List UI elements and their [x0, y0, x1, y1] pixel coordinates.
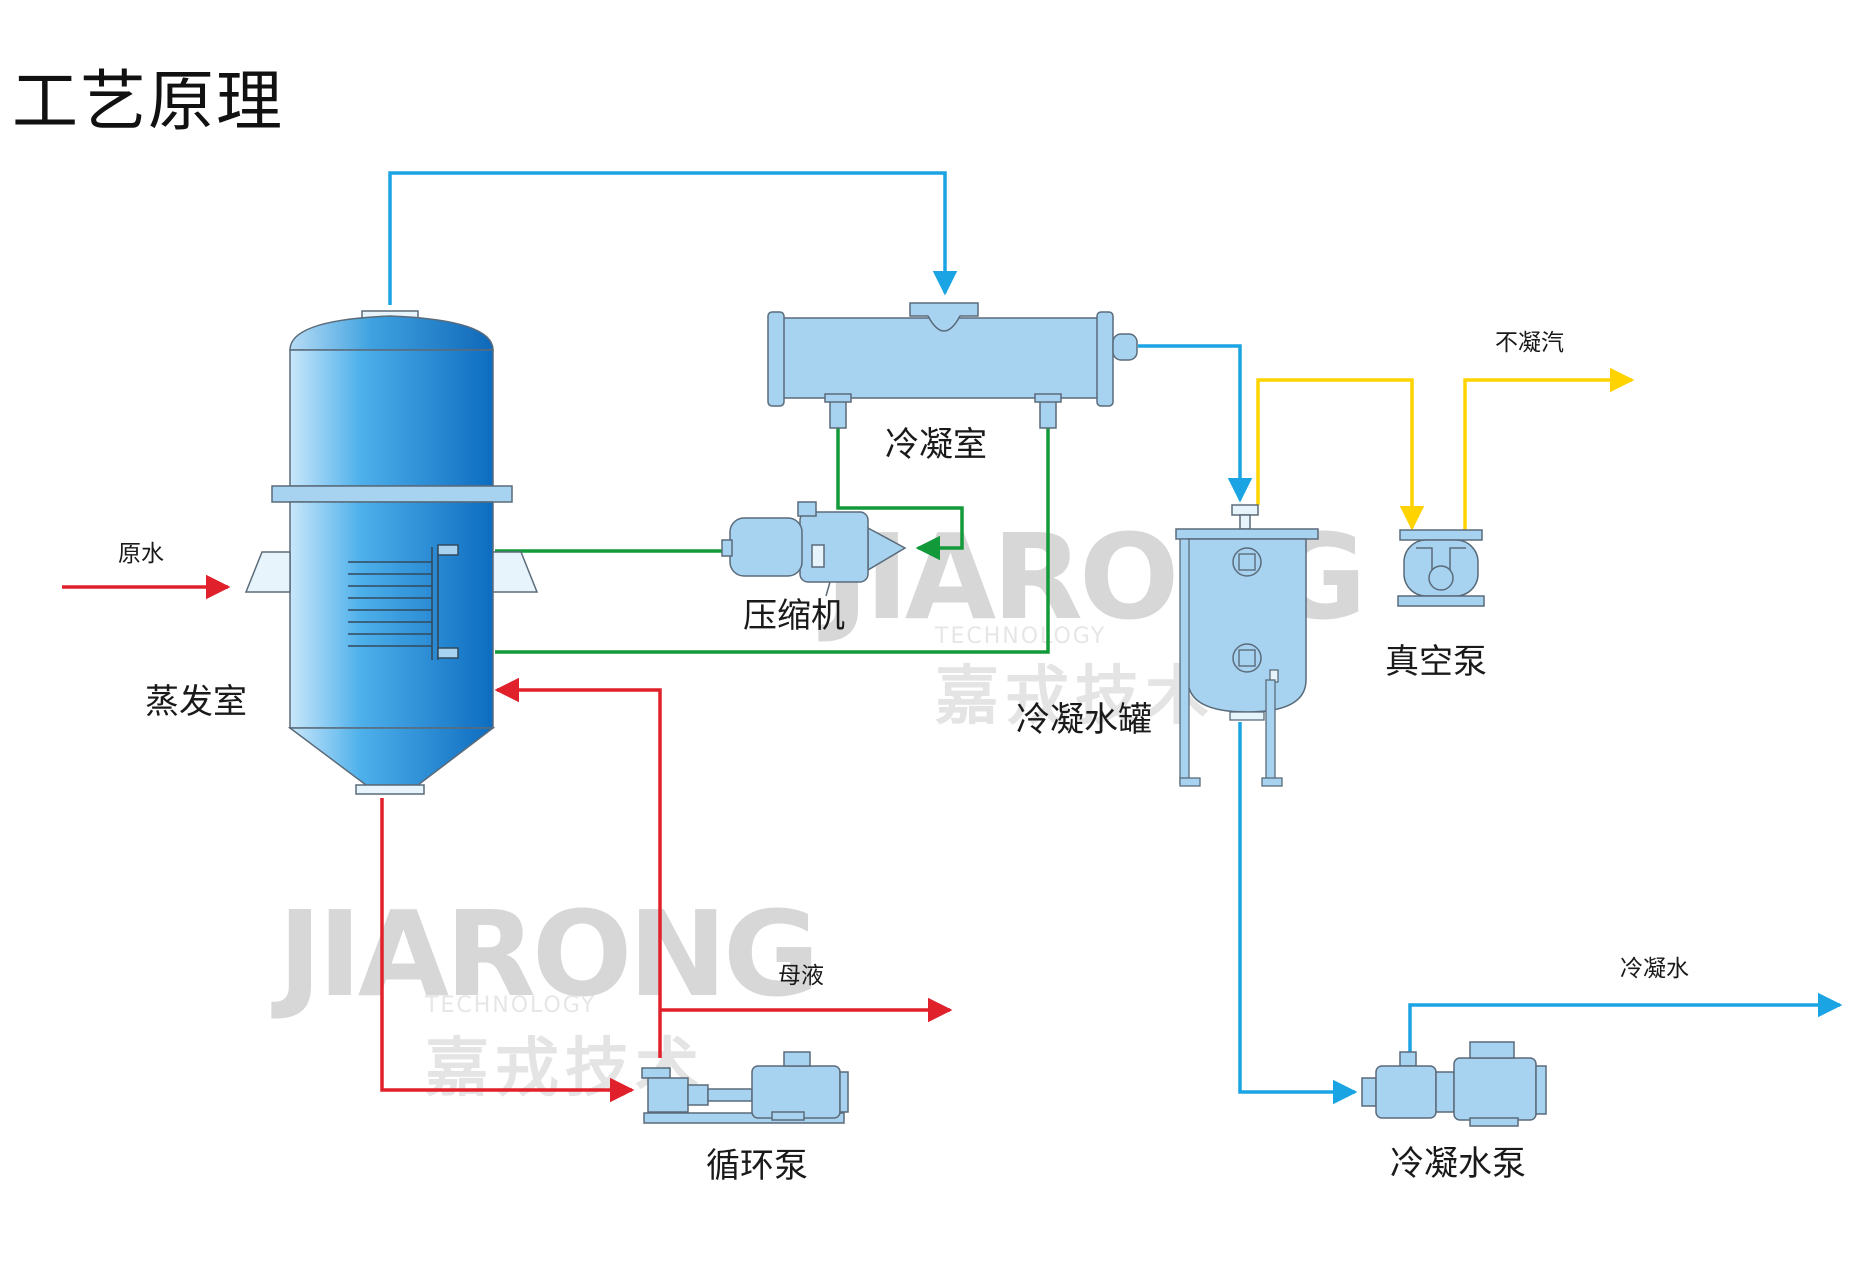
condenser-outlet-pipe	[1138, 344, 1253, 503]
condenser	[767, 302, 1138, 429]
label-condenser: 冷凝室	[885, 425, 987, 465]
label-compressor: 压缩机	[743, 596, 845, 636]
vacuum-pump	[1397, 529, 1485, 607]
condensate-outlet-pipe	[1408, 992, 1843, 1055]
label-non-condensable: 不凝汽	[1495, 330, 1564, 356]
compressor-inlet-pipe	[836, 425, 964, 561]
circulation-pump	[641, 1051, 849, 1124]
label-circulation-pump: 循环泵	[706, 1146, 808, 1186]
label-condensate-tank: 冷凝水罐	[1016, 700, 1152, 740]
page-title: 工艺原理	[12, 63, 284, 140]
circulation-return-pipe	[494, 677, 662, 1058]
label-mother-liquor: 母液	[778, 963, 824, 989]
label-condensate: 冷凝水	[1620, 956, 1689, 982]
vent-pipe	[1256, 378, 1425, 531]
evaporator-vessel	[244, 310, 539, 795]
label-raw-water: 原水	[118, 541, 164, 567]
condensate-drain-pipe	[1238, 722, 1358, 1105]
watermark-sub: TECHNOLOGY	[934, 624, 1106, 649]
condensate-tank	[1175, 504, 1319, 787]
circulation-suction-pipe	[380, 798, 635, 1103]
label-condensate-pump: 冷凝水泵	[1390, 1144, 1526, 1184]
watermark-cn: 嘉戎技术	[935, 660, 1215, 734]
watermark-lower: JIARONG TECHNOLOGY 嘉戎技术	[271, 885, 820, 1106]
vapor-pipe	[388, 171, 958, 305]
vacuum-exhaust-pipe	[1463, 367, 1635, 532]
watermark-brand-2: JIARONG	[271, 885, 816, 1023]
compressor	[721, 501, 907, 597]
label-vacuum-pump: 真空泵	[1385, 642, 1487, 682]
label-evaporator: 蒸发室	[145, 682, 247, 722]
condenser-to-evaporator-pipe	[495, 425, 1050, 654]
condensate-pump	[1361, 1041, 1547, 1127]
watermark-sub-2: TECHNOLOGY	[424, 993, 596, 1018]
